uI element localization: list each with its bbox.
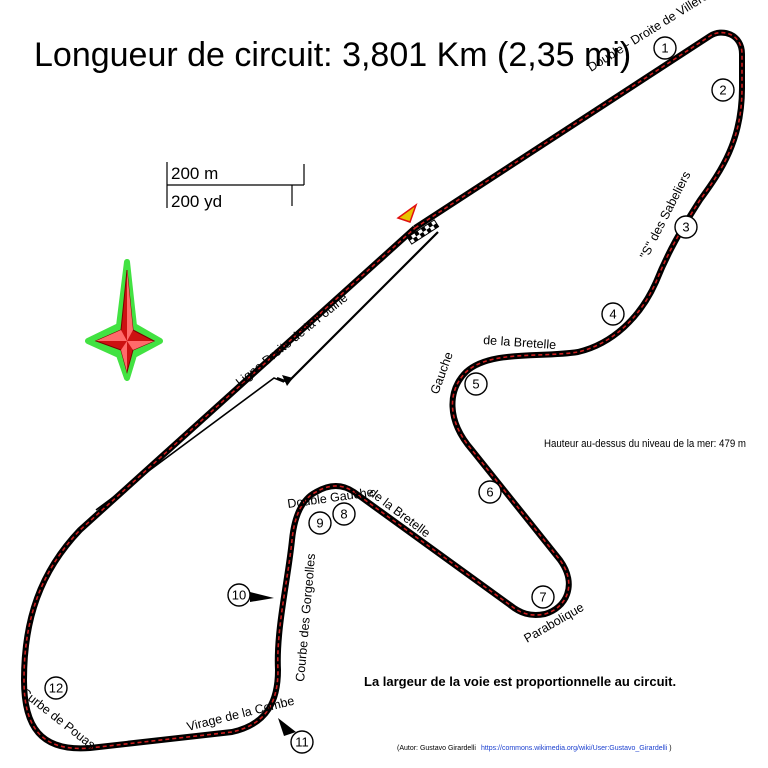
svg-text:2: 2 xyxy=(719,83,726,98)
turn-marker: 2 xyxy=(711,78,735,102)
map-title: Longueur de circuit: 3,801 Km (2,35 mi) xyxy=(34,36,631,74)
turn-marker: 6 xyxy=(478,480,502,504)
turn-marker: 1 xyxy=(653,36,677,60)
track-centerline xyxy=(23,31,743,750)
turn-marker: 11 xyxy=(290,730,314,754)
turn-marker: 3 xyxy=(674,215,698,239)
track-outline xyxy=(21,29,745,752)
author-credit-suffix: ) xyxy=(669,745,671,752)
svg-text:3: 3 xyxy=(682,220,689,235)
author-credit-link[interactable]: https://commons.wikimedia.org/wiki/User:… xyxy=(481,745,668,752)
checkered-flag-icon xyxy=(406,219,440,245)
turn-marker: 12 xyxy=(44,676,68,700)
corner-label-sabeliers: "S" des Sabeliers xyxy=(637,169,693,261)
svg-text:9: 9 xyxy=(316,516,323,531)
track-width-note: La largeur de la voie est proportionnell… xyxy=(364,674,676,689)
svg-text:10: 10 xyxy=(232,588,246,603)
turn-marker: 7 xyxy=(531,585,555,609)
turn-marker: 5 xyxy=(464,372,488,396)
scale-imperial-label: 200 yd xyxy=(171,192,222,211)
corner-label-gorgeolles: Courbe des Gorgeolles xyxy=(293,553,318,682)
svg-text:8: 8 xyxy=(340,507,347,522)
svg-text:12: 12 xyxy=(49,681,63,696)
scale-metric-label: 200 m xyxy=(171,164,218,183)
elevation-note: Hauteur au-dessus du niveau de la mer: 4… xyxy=(544,438,746,450)
compass-rose-icon xyxy=(85,259,163,381)
corner-label-fouine: Ligne Droite de la Fouine xyxy=(233,291,350,390)
scale-bar: 200 m 200 yd xyxy=(166,162,305,211)
turn-marker: 10 xyxy=(227,583,251,607)
svg-text:6: 6 xyxy=(486,485,493,500)
author-credit-prefix: (Autor: Gustavo Girardelli xyxy=(397,745,476,752)
direction-arrow-icon xyxy=(250,592,296,736)
turn-marker: 8 xyxy=(332,502,356,526)
turn-marker: 9 xyxy=(308,511,332,535)
svg-text:7: 7 xyxy=(539,590,546,605)
svg-text:11: 11 xyxy=(295,735,309,750)
svg-text:1: 1 xyxy=(661,41,668,56)
turn-number-markers: 1 2 3 4 5 6 7 8 9 10 11 12 xyxy=(44,36,735,754)
turn-marker: 4 xyxy=(601,302,625,326)
svg-text:4: 4 xyxy=(609,307,616,322)
svg-text:5: 5 xyxy=(472,377,479,392)
author-credit: (Autor: Gustavo Girardelli https://commo… xyxy=(397,745,672,752)
corner-label-double-gauche-b: de la Bretelle xyxy=(366,485,433,540)
corner-label-gauche-bretelle-b: de la Bretelle xyxy=(483,333,557,352)
corner-label-gauche-bretelle-a: Gauche xyxy=(428,350,456,396)
start-flag-icon xyxy=(396,202,418,223)
